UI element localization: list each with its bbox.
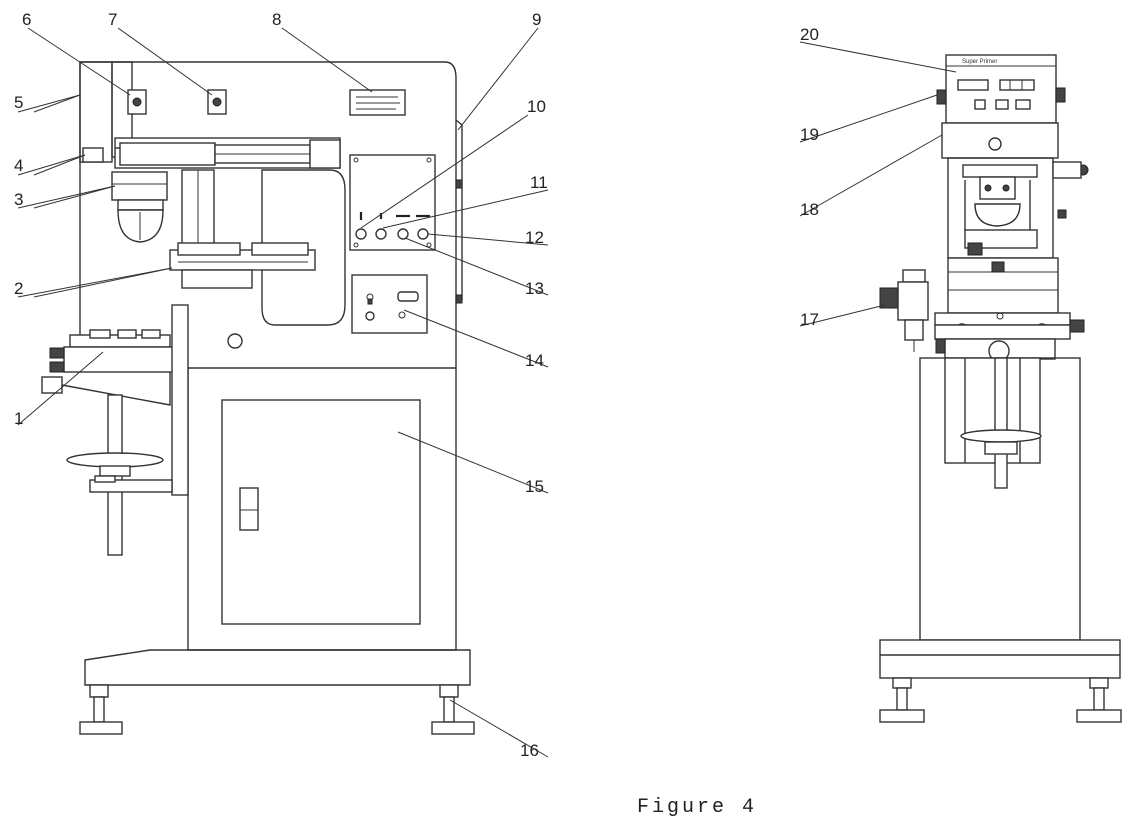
callout-2: 2 [14, 279, 23, 298]
head-block [79, 61, 113, 163]
control-panel [349, 154, 436, 251]
callout-17: 17 [800, 310, 819, 329]
callout-10: 10 [527, 97, 546, 116]
front-handwheel [960, 429, 1042, 443]
callout-7: 7 [108, 10, 117, 29]
callout-6: 6 [22, 10, 31, 29]
leader-lines-left [17, 27, 549, 758]
front-screw [994, 357, 1008, 489]
callout-11: 11 [530, 173, 548, 192]
front-foot-right [1076, 709, 1122, 723]
callout-20: 20 [800, 25, 819, 44]
callout-4: 4 [14, 156, 23, 175]
front-base [879, 639, 1121, 679]
callout-8: 8 [272, 10, 281, 29]
callout-15: 15 [525, 477, 544, 496]
callout-13: 13 [525, 279, 544, 298]
leveling-foot-right [431, 721, 475, 735]
callout-9: 9 [532, 10, 541, 29]
front-foot-left [879, 709, 925, 723]
callout-12: 12 [525, 228, 544, 247]
pad-holder [111, 171, 168, 201]
front-view-machine: Super Primer [879, 54, 1122, 723]
side-view-machine [41, 61, 475, 735]
callout-1: 1 [14, 409, 23, 428]
callout-18: 18 [800, 200, 819, 219]
panel-brand: Super Primer [962, 59, 997, 65]
callout-16: 16 [520, 741, 539, 760]
callout-3: 3 [14, 190, 23, 209]
display-window [957, 79, 989, 91]
handwheel [66, 452, 164, 468]
panel-14 [351, 274, 428, 334]
leveling-foot-left [79, 721, 123, 735]
callout-5: 5 [14, 93, 23, 112]
front-pad [974, 203, 1021, 227]
air-filter [902, 269, 926, 283]
callout-labels: 6 7 8 9 5 4 3 2 1 10 11 12 13 14 15 16 1… [14, 10, 819, 760]
door-handle [239, 487, 259, 531]
callout-19: 19 [800, 125, 819, 144]
leader-lines-right [799, 41, 957, 327]
callout-14: 14 [525, 351, 544, 370]
cabinet-door [221, 399, 421, 625]
figure-caption: Figure 4 [637, 796, 757, 819]
machine-base [84, 649, 471, 686]
